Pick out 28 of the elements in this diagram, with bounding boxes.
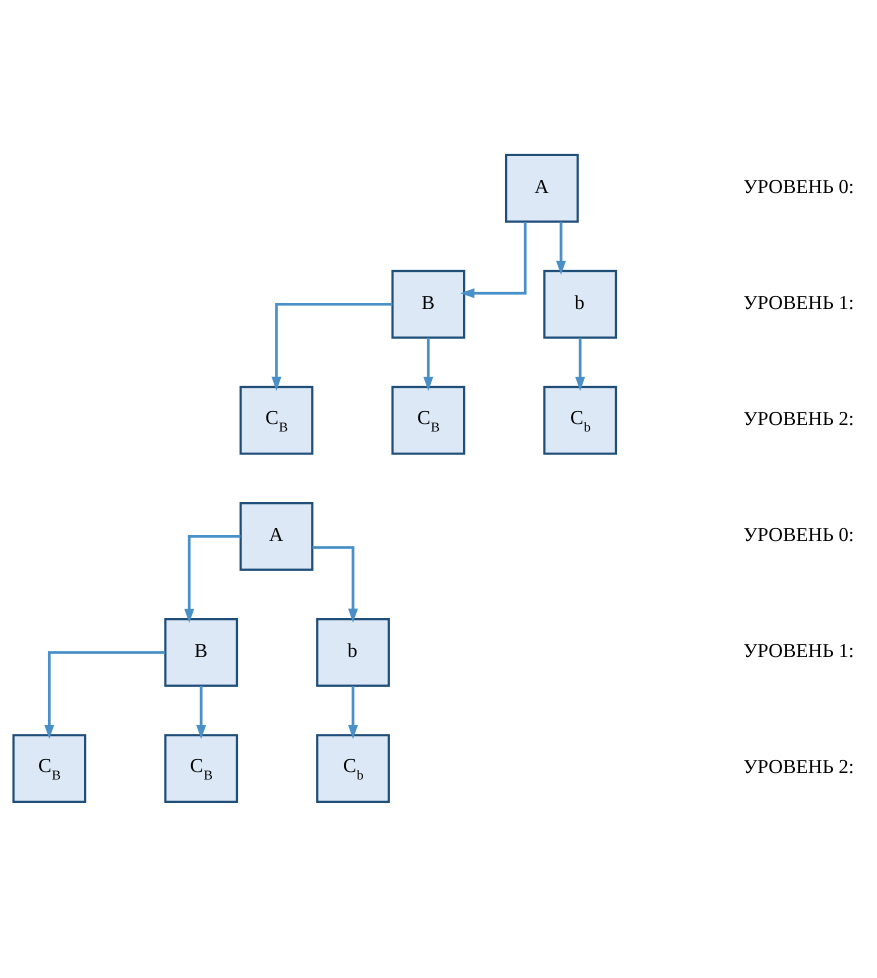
- node-box: b: [543, 269, 618, 338]
- arrow: [556, 221, 566, 274]
- node-box: C$_{B}$: [164, 734, 238, 802]
- label: УРОВЕНЬ 2:: [743, 408, 854, 430]
- label: УРОВЕНЬ 1:: [743, 640, 854, 662]
- node-box: A: [504, 153, 579, 222]
- label: УРОВЕНЬ 0:: [743, 175, 854, 198]
- label: УРОВЕНЬ 0:: [743, 524, 854, 546]
- node-box: C$_{B}$: [240, 385, 314, 454]
- arrow: [272, 302, 392, 390]
- node-box: B: [164, 618, 238, 686]
- node-box: B: [391, 269, 466, 338]
- arrow: [348, 686, 358, 739]
- label: УРОВЕНЬ 1:: [743, 292, 854, 314]
- arrow: [575, 337, 586, 390]
- arrow: [184, 534, 240, 622]
- arrow: [312, 546, 358, 622]
- label: УРОВЕНЬ 2:: [743, 756, 854, 778]
- node-box: C$_{b}$: [543, 385, 618, 454]
- node-box: b: [316, 618, 390, 686]
- node-box: A: [240, 501, 314, 570]
- node-box: C$_{B}$: [12, 734, 86, 802]
- arrow: [196, 686, 206, 739]
- node-box: C$_{b}$: [316, 734, 390, 802]
- arrow: [423, 337, 434, 390]
- node-box: C$_{B}$: [391, 385, 466, 454]
- arrow: [460, 222, 527, 298]
- arrow: [44, 650, 166, 739]
